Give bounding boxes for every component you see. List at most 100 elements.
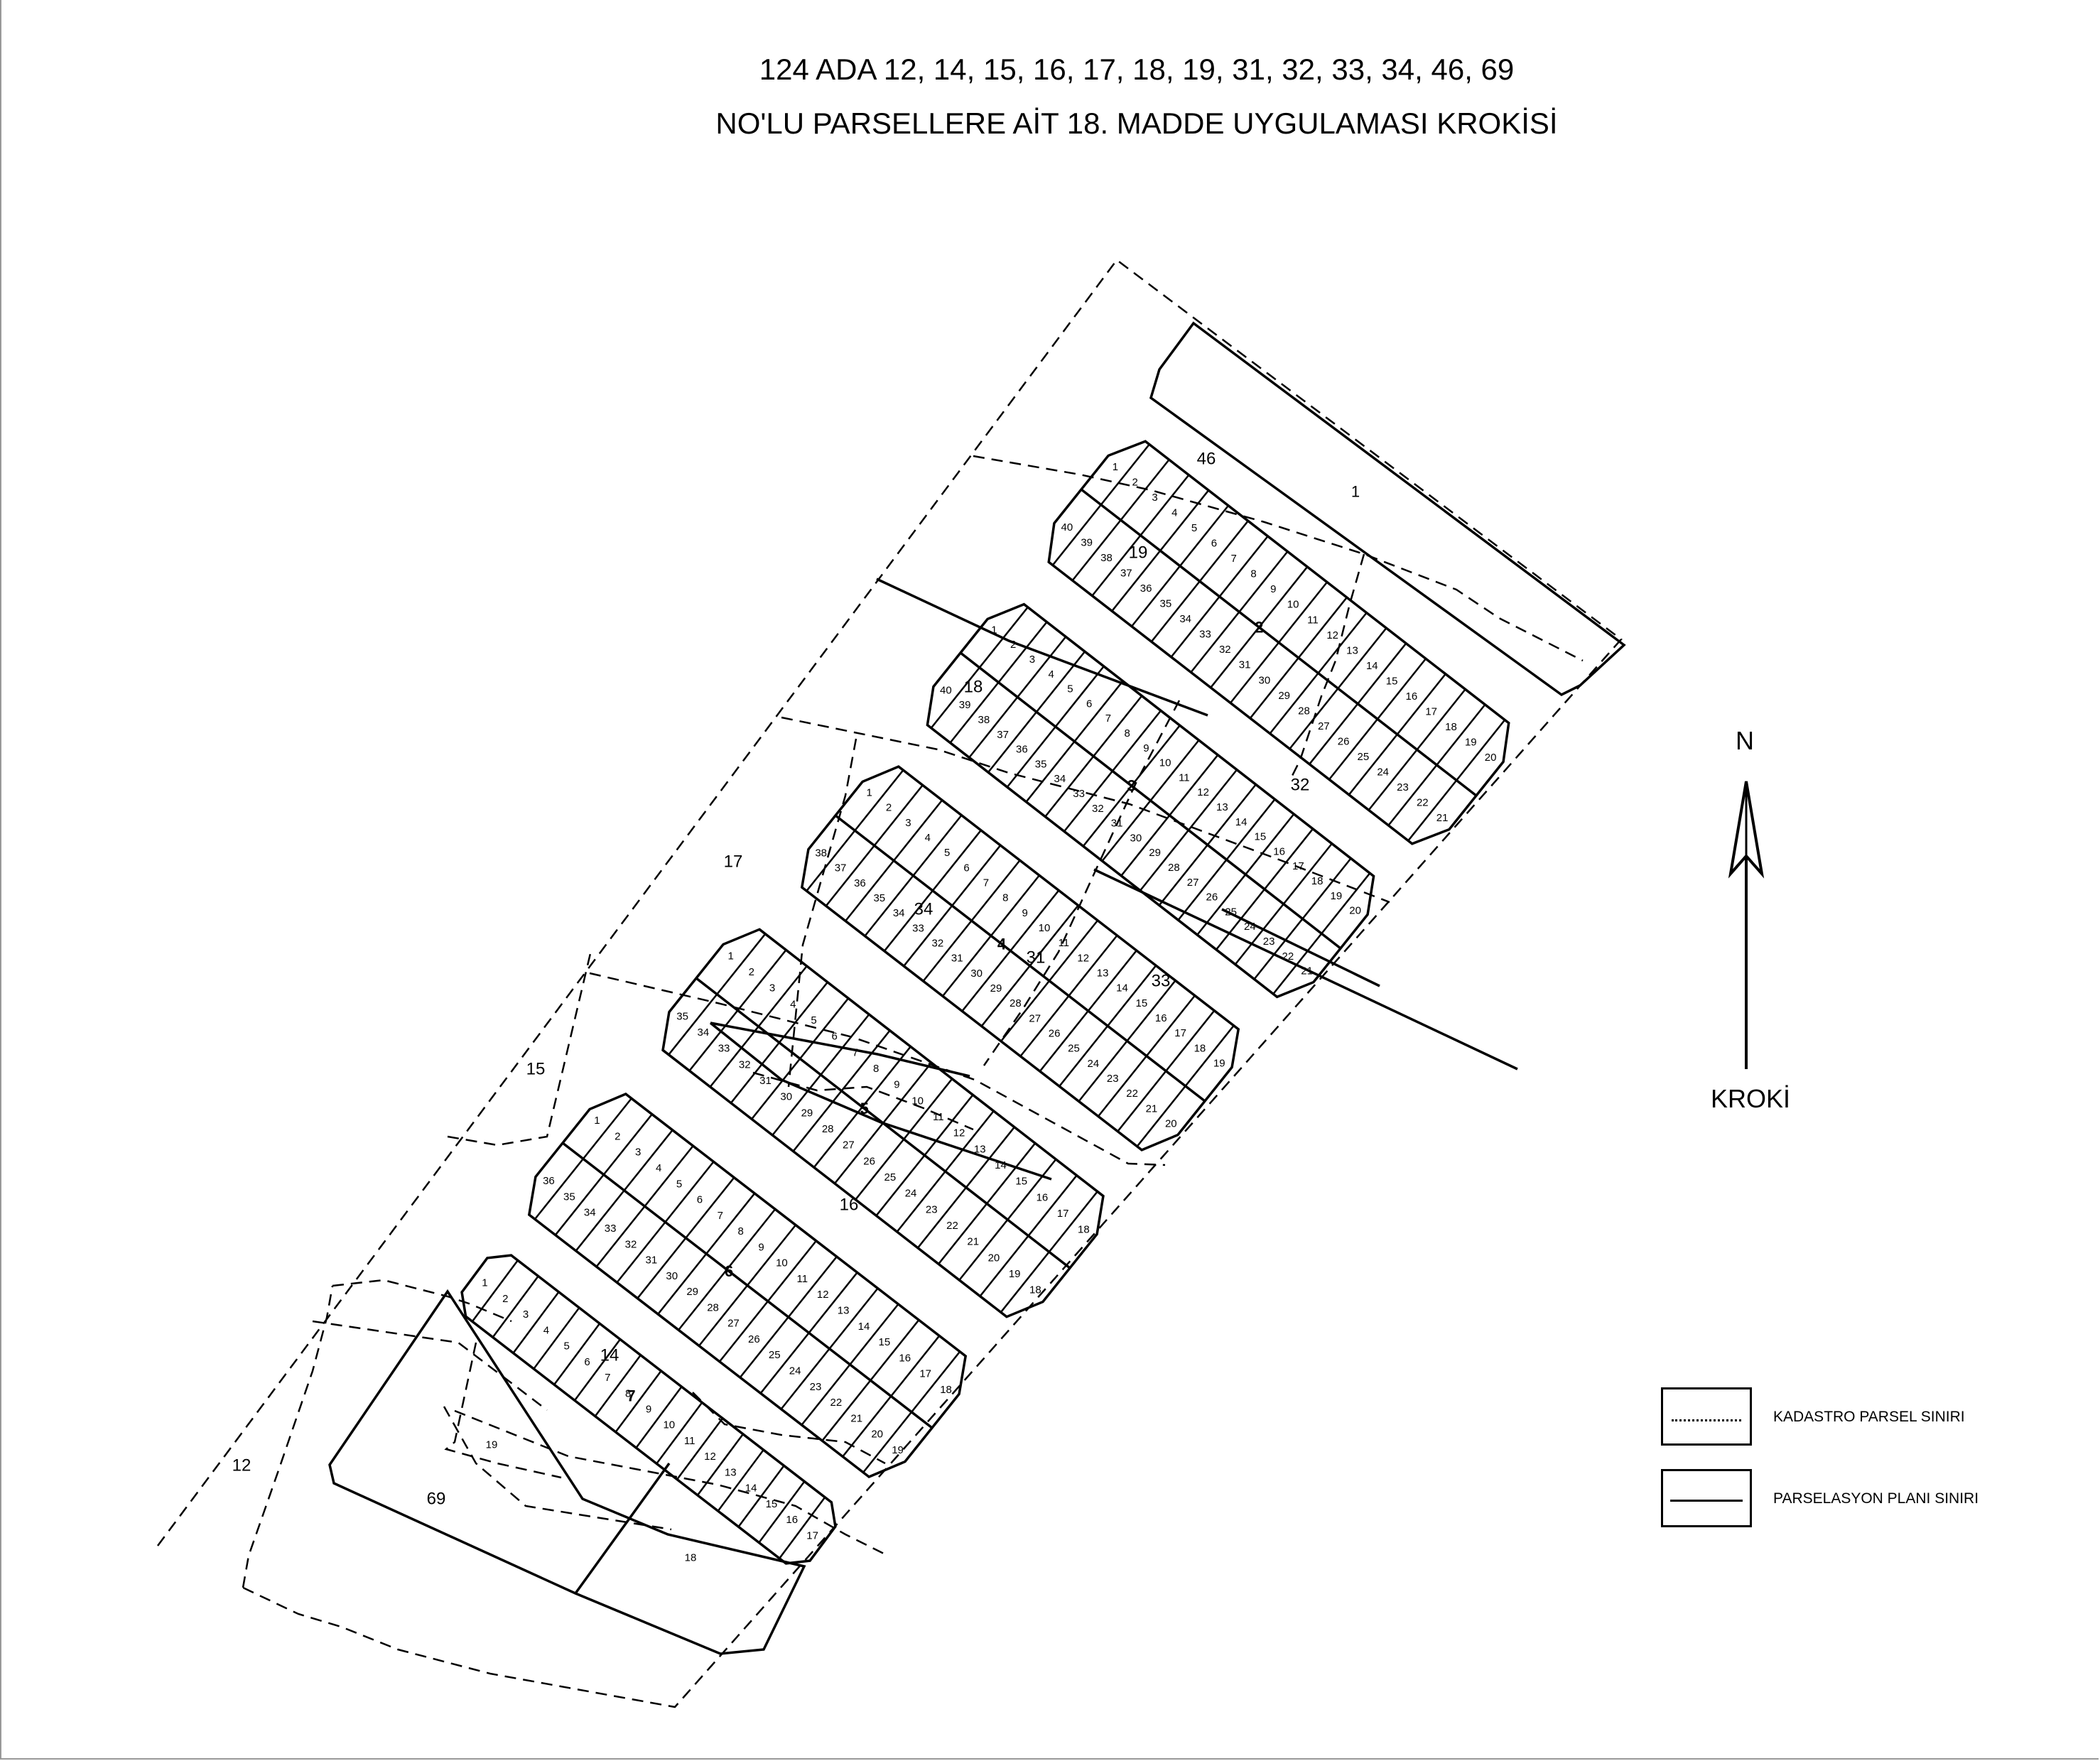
block-number: 3 [1127,777,1136,795]
block-2-divider [1131,504,1229,627]
block-4-divider [903,845,1002,967]
parcel-number: 11 [1307,614,1319,626]
parcel-number: 18 [1029,1284,1041,1296]
block-4-divider [922,860,1021,982]
parcel-number: 35 [1160,598,1172,610]
parcel-number: 36 [1016,744,1028,756]
north-letter: N [1736,726,1754,755]
block-2-divider [1150,520,1249,643]
parcel-number: 40 [1061,521,1073,533]
parcel-number: 10 [663,1419,675,1431]
block-3-divider [987,651,1086,773]
parcel-number: 24 [1377,766,1389,779]
block-5-divider [958,1159,1057,1281]
parcel-number: 10 [911,1095,924,1107]
cadastre-parcel-number: 17 [724,852,743,872]
parcel-number: 23 [1397,781,1409,793]
plan-line-1 [876,578,1208,717]
block-6-divider [739,1256,838,1378]
parcel-number: 2 [615,1130,620,1142]
parcel-number: 7 [1105,712,1111,725]
block-number: 5 [860,1100,869,1117]
cadastre-parcel-number: 33 [1152,972,1171,991]
cadastre-line-12 [443,1406,672,1531]
block-6-divider [821,1319,920,1441]
parcel-number: 21 [850,1412,862,1424]
block-2-divider [1091,474,1190,597]
parcel-number: 22 [1126,1088,1138,1100]
legend-label-parcellation: PARSELASYON PLANI SINIRI [1773,1490,1979,1507]
parcel-number: 9 [646,1404,651,1416]
parcel-number: 19 [1465,737,1477,749]
parcel-number: 32 [1092,803,1104,815]
parcel-number: 8 [737,1225,743,1237]
parcel-number: 21 [1301,965,1313,977]
block-4-divider [864,814,963,937]
block-3-divider [968,636,1067,759]
block-3-divider [1044,695,1143,818]
parcel-number: 1 [867,787,872,799]
cadastre-line-11 [983,700,1181,1066]
parcel-number: 1 [1113,461,1118,473]
block-7-divider [656,1402,703,1465]
cadastre-parcel-number: 15 [526,1060,546,1079]
parcel-number: 37 [997,729,1009,741]
parcel-number: 24 [1087,1058,1099,1070]
block-7-divider [758,1480,806,1544]
block-number: 7 [627,1387,635,1405]
parcel-number: 32 [739,1058,751,1071]
parcel-number: 12 [953,1127,965,1139]
legend-swatch-cadastre [1661,1387,1752,1446]
block-7-divider [471,1259,519,1322]
parcel-number: 2 [886,802,892,814]
parcel-number: 37 [1120,567,1132,579]
parcel-number: 6 [832,1031,838,1043]
parcel-number: 31 [1111,818,1123,830]
parcel-number: 24 [1244,921,1256,933]
parcel-number: 19 [486,1439,498,1451]
parcel-number: 38 [1100,552,1113,564]
block-2-divider [1348,673,1446,796]
cadastre-line-8 [973,455,1584,662]
parcel-number: 9 [1143,742,1149,754]
north-arrow-icon [1728,781,1765,1069]
parcel-number: 22 [946,1220,958,1232]
parcel-number: 26 [748,1333,760,1345]
parcel-number: 27 [1318,720,1330,732]
parcel-number: 4 [656,1162,661,1174]
parcel-number: 34 [584,1207,596,1219]
block-3-divider [1158,784,1257,906]
parcel-number: 29 [1149,847,1161,859]
parcel-number: 39 [1081,536,1093,548]
parcel-number: 6 [697,1194,703,1206]
parcel-number: 30 [1130,832,1142,844]
parcel-number: 7 [983,877,989,889]
parcel-number: 14 [1366,660,1378,672]
block-3-divider [1272,872,1371,995]
block-6-divider [759,1272,858,1394]
block-4-midline [834,814,1206,1102]
parcel-number: 27 [727,1318,740,1330]
parcel-number: 29 [801,1107,813,1119]
parcel-number: 30 [1259,674,1271,686]
parcel-number: 9 [1022,907,1027,919]
parcel-number: 25 [1358,751,1370,763]
parcel-number: 5 [564,1340,570,1353]
block-2-divider [1190,551,1289,673]
block-6-divider [842,1335,941,1458]
parcel-number: 15 [1015,1176,1027,1188]
block-7-divider [717,1449,764,1512]
block-5-divider [916,1126,1015,1249]
parcel-number: 26 [1049,1027,1061,1039]
block-5-divider [751,997,850,1120]
block-3-divider [1082,725,1181,847]
block-6-divider [862,1350,961,1473]
parcel-number: 18 [1311,875,1324,887]
parcel-number: 17 [1057,1208,1069,1220]
block-7-divider [553,1323,601,1385]
parcel-number: 16 [1406,690,1418,703]
parcel-number: 4 [790,998,796,1010]
parcel-number: 15 [879,1336,891,1348]
block-4-divider [1019,935,1118,1057]
parcel-number: 12 [817,1289,829,1301]
